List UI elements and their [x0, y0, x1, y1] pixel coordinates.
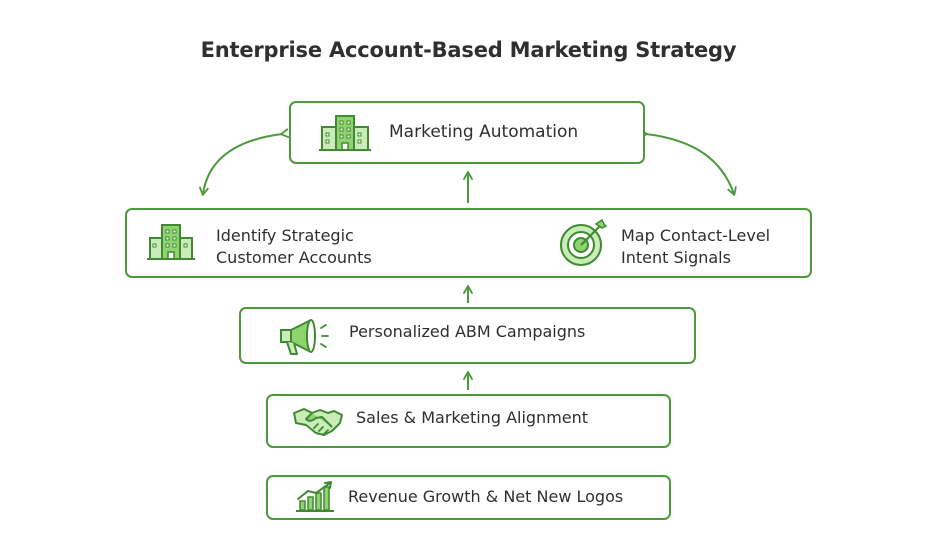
marketing-automation-node: [289, 101, 645, 164]
identify-accounts-label-line2: Customer Accounts: [216, 248, 372, 267]
alignment-label: Sales & Marketing Alignment: [356, 408, 589, 427]
revenue-node: [266, 475, 671, 520]
growth-chart-icon: [294, 481, 336, 517]
abm-campaigns-label: Personalized ABM Campaigns: [349, 322, 586, 341]
megaphone-icon: [277, 316, 339, 362]
accounts-and-intent-node: [125, 208, 812, 278]
revenue-label: Revenue Growth & Net New Logos: [348, 487, 624, 506]
target-icon: [558, 218, 608, 272]
building-icon: [146, 222, 196, 266]
handshake-icon: [292, 403, 344, 443]
intent-signals-label-line2: Intent Signals: [621, 248, 731, 267]
marketing-automation-label: Marketing Automation: [389, 122, 579, 142]
alignment-node: [266, 394, 671, 448]
diagram-title: Enterprise Account-Based Marketing Strat…: [200, 38, 737, 62]
arrow-automation-to-identify: [199, 128, 290, 196]
building-icon: [318, 113, 372, 157]
identify-accounts-label-line1: Identify Strategic: [216, 226, 354, 245]
arrow-automation-to-intent: [638, 128, 737, 196]
intent-signals-label-line1: Map Contact-Level: [621, 226, 771, 245]
